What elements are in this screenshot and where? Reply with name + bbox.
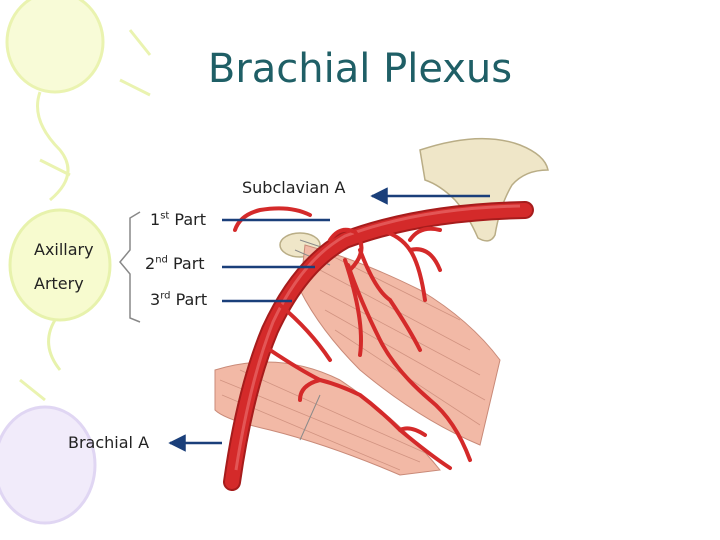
label-artery: Artery [34,274,84,293]
balloon-accent-strokes [19,29,152,402]
label-first-part-suffix: st [160,210,170,222]
main-artery [225,203,532,489]
balloon-purple-bottom [0,405,97,525]
label-first-part-number: 1 [150,210,161,229]
label-subclavian-artery: Subclavian A [242,178,346,197]
axillary-bracket [119,211,141,323]
clavicle-bone [419,137,549,242]
label-second-part-word: Part [167,254,205,273]
label-second-part-number: 2 [145,254,156,273]
pectoral-muscle [299,244,501,446]
label-first-part: 1st Part [150,210,206,230]
slide-title: Brachial Plexus [207,46,513,92]
balloon-yellow-middle [8,208,112,322]
balloon-string-middle [47,319,62,371]
artery-branches [233,206,472,470]
label-brachial-artery: Brachial A [68,433,150,452]
label-second-part: 2nd Part [145,254,205,274]
label-third-part: 3rd Part [150,290,207,310]
label-third-part-word: Part [170,290,208,309]
label-axillary: Axillary [34,240,94,259]
pointer-arrows [168,187,490,452]
balloon-yellow-top [5,0,105,94]
balloon-string-top [36,91,70,202]
label-first-part-word: Part [169,210,206,229]
artery-highlight [234,204,521,471]
label-second-part-suffix: nd [155,254,168,266]
label-third-part-number: 3 [150,290,161,309]
label-third-part-suffix: rd [160,290,171,302]
